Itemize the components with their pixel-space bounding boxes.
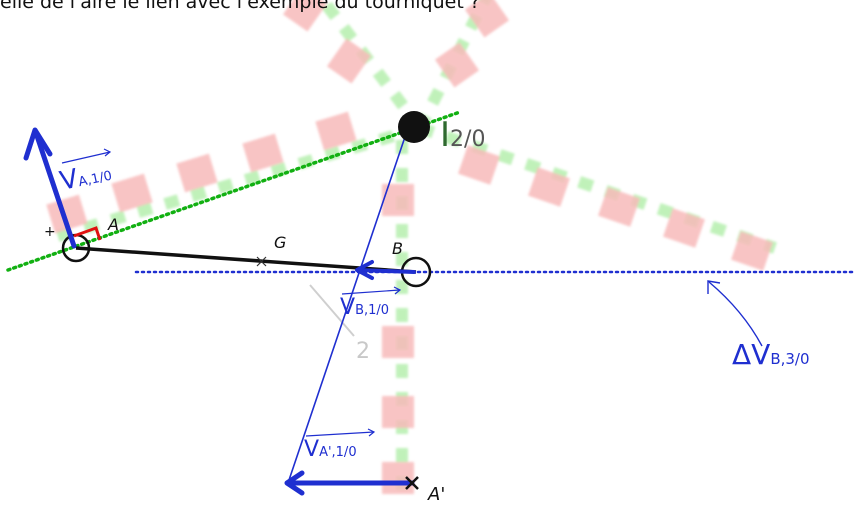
label-Aprime: A' (427, 484, 445, 502)
rail-left (43, 122, 422, 246)
svg-text:VA,1/0: VA,1/0 (57, 157, 114, 197)
track-rails (43, 0, 777, 502)
label-vAp: VA',1/0 (304, 428, 376, 462)
rail-right (418, 122, 777, 254)
label-plus: + (44, 224, 56, 240)
svg-text:VB,1/0: VB,1/0 (340, 295, 389, 320)
label-two: 2 (356, 339, 370, 364)
vector-vAp (284, 470, 415, 496)
point-Aprime-marker (405, 476, 419, 490)
label-B: B (392, 239, 403, 258)
header-text: elle de l'aire le lien avec l'exemple du… (0, 0, 480, 13)
axis-AI-dotted (6, 110, 462, 272)
line-I-to-vAp-tip (287, 127, 409, 484)
label-delta: ΔVB,3/0 (732, 338, 810, 371)
sleepers (46, 0, 773, 494)
right-angle-marker (73, 226, 102, 241)
faded-member-line (309, 284, 355, 337)
pivot-I (398, 111, 430, 143)
label-G: G (274, 233, 286, 252)
label-A: A (107, 215, 119, 234)
point-G-marker (256, 256, 267, 267)
rail-upper-left (315, 0, 425, 132)
vector-vA (23, 127, 77, 249)
vector-vB (355, 260, 416, 280)
label-vA: VA,1/0 (57, 148, 114, 197)
label-vB: VB,1/0 (340, 286, 402, 320)
label-I: I2/0 (440, 115, 485, 155)
delta-pointer (707, 280, 763, 347)
svg-text:VA',1/0: VA',1/0 (304, 437, 357, 462)
